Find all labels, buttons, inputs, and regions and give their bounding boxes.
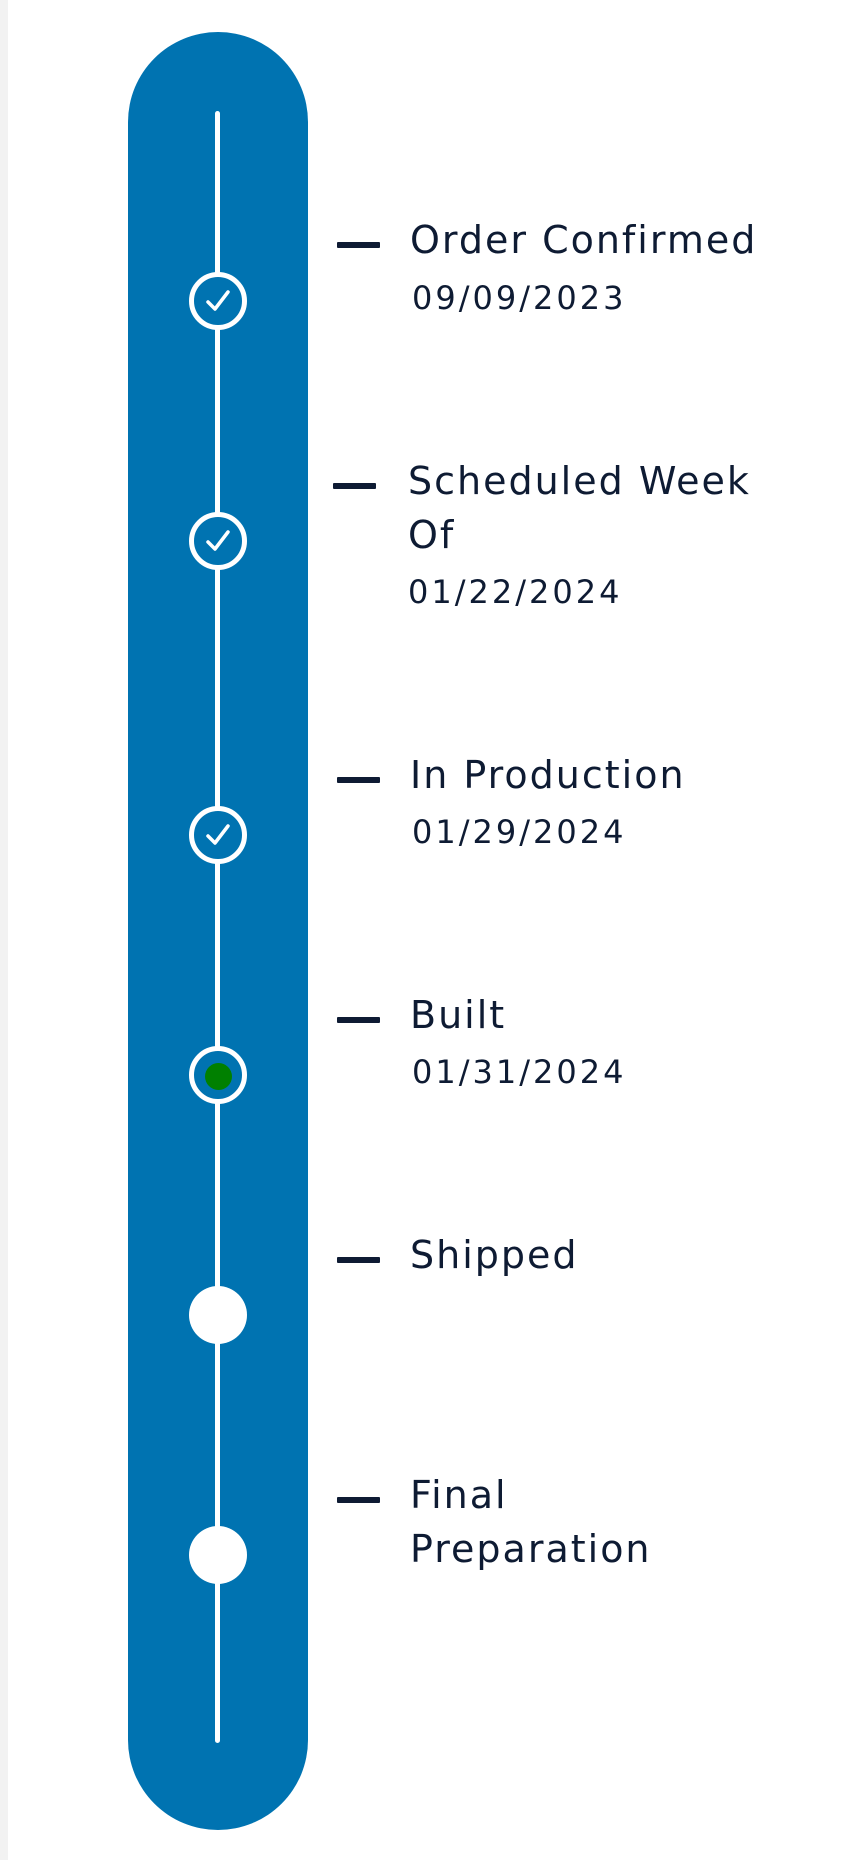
step-2-node	[189, 512, 247, 570]
step-3-dash	[337, 777, 380, 783]
step-5-label: Shipped	[410, 1233, 579, 1277]
step-4-label: Built	[410, 993, 507, 1037]
step-2-dash	[333, 483, 376, 489]
step-2-label: Scheduled Week Of	[408, 459, 751, 557]
empty-circle-icon	[189, 1526, 247, 1584]
step-1-date: 09/09/2023	[412, 279, 627, 317]
step-6-label: Final Preparation	[410, 1473, 652, 1571]
step-1-node	[189, 272, 247, 330]
check-icon	[206, 530, 230, 551]
step-6-dash	[337, 1497, 380, 1503]
step-1-label: Order Confirmed	[410, 218, 758, 262]
step-2-date: 01/22/2024	[408, 573, 623, 611]
step-4-date: 01/31/2024	[412, 1053, 627, 1091]
check-icon	[206, 824, 230, 845]
step-3-node	[189, 806, 247, 864]
step-1-dash	[337, 242, 380, 248]
current-dot-icon	[205, 1063, 232, 1090]
empty-circle-icon	[189, 1286, 247, 1344]
step-4-node	[189, 1046, 247, 1104]
timeline-line	[215, 111, 220, 1743]
check-icon	[206, 290, 230, 311]
step-3-date: 01/29/2024	[412, 813, 627, 851]
step-5-dash	[337, 1257, 380, 1263]
step-4-dash	[337, 1017, 380, 1023]
step-3-label: In Production	[410, 753, 686, 797]
left-gutter	[0, 0, 8, 1860]
